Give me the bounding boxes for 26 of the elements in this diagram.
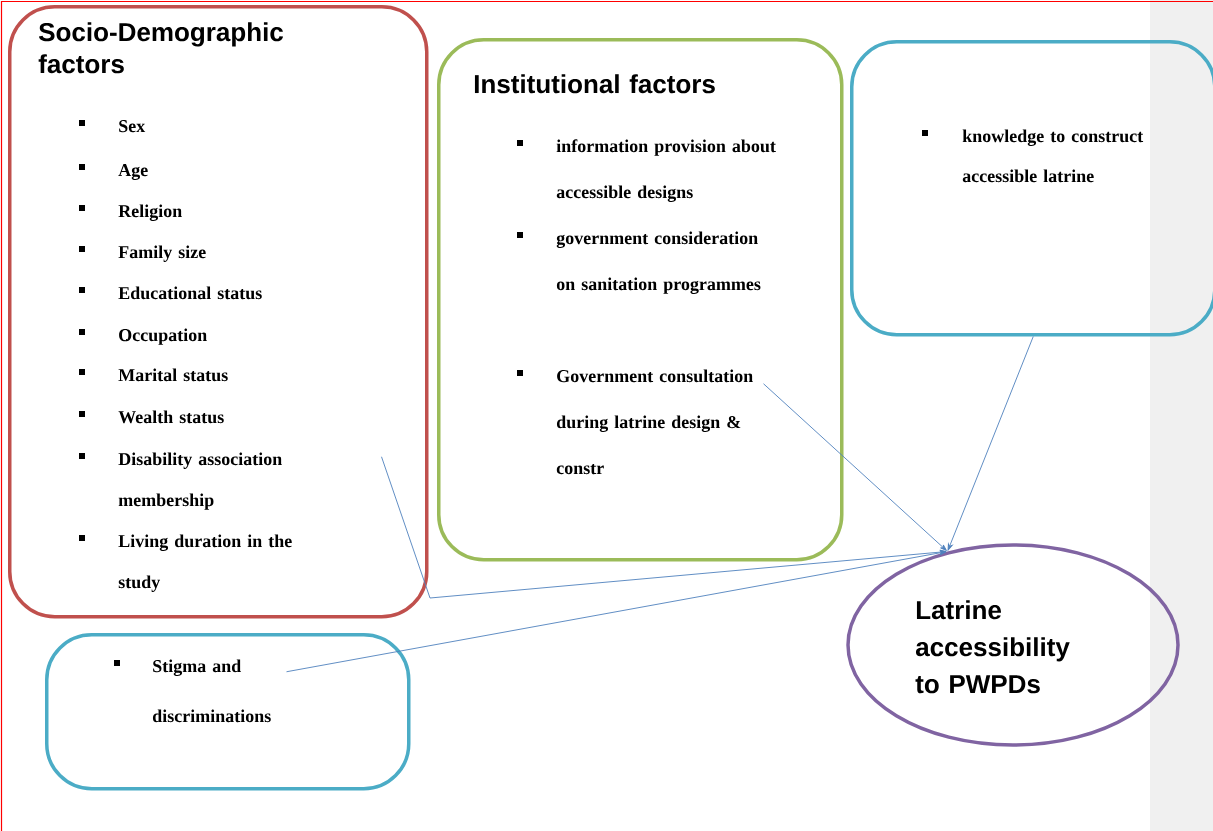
bullet-item: Wealth status [79,410,224,424]
outcome-ellipse [846,543,1180,747]
factor-box [850,40,1213,337]
bullet-item: knowledge to construct accessible latrine [922,129,1144,183]
bullet-item: Government consultation during latrine design & constr [517,369,753,475]
factor-box [437,38,844,562]
bullet-item: Family size [79,245,206,262]
result-label: Latrine accessibility to PWPDs [915,600,1070,694]
arrow [947,336,1034,551]
factor-box [8,5,429,619]
arrow [381,456,947,599]
bullet-item: government consideration on sanitation programmes [517,231,761,294]
bullet-item: Marital status [79,368,228,382]
bullet-item: Occupation [79,328,207,345]
bullet-item: Educational status [79,286,262,300]
arrow [763,383,947,551]
bullet-item: Disability association membership [79,452,282,510]
bullet-item: Sex [79,120,146,133]
bullet-item: Religion [79,204,182,221]
bullet-item: Living duration in the study [79,534,292,592]
bullet-item: Age [79,164,148,180]
arrow [286,550,947,673]
box-heading: Institutional factors [474,74,715,94]
factor-box [45,633,411,791]
box-heading: Socio-Demographic factors [38,22,284,74]
bullet-item: Stigma and discriminations [114,659,271,723]
